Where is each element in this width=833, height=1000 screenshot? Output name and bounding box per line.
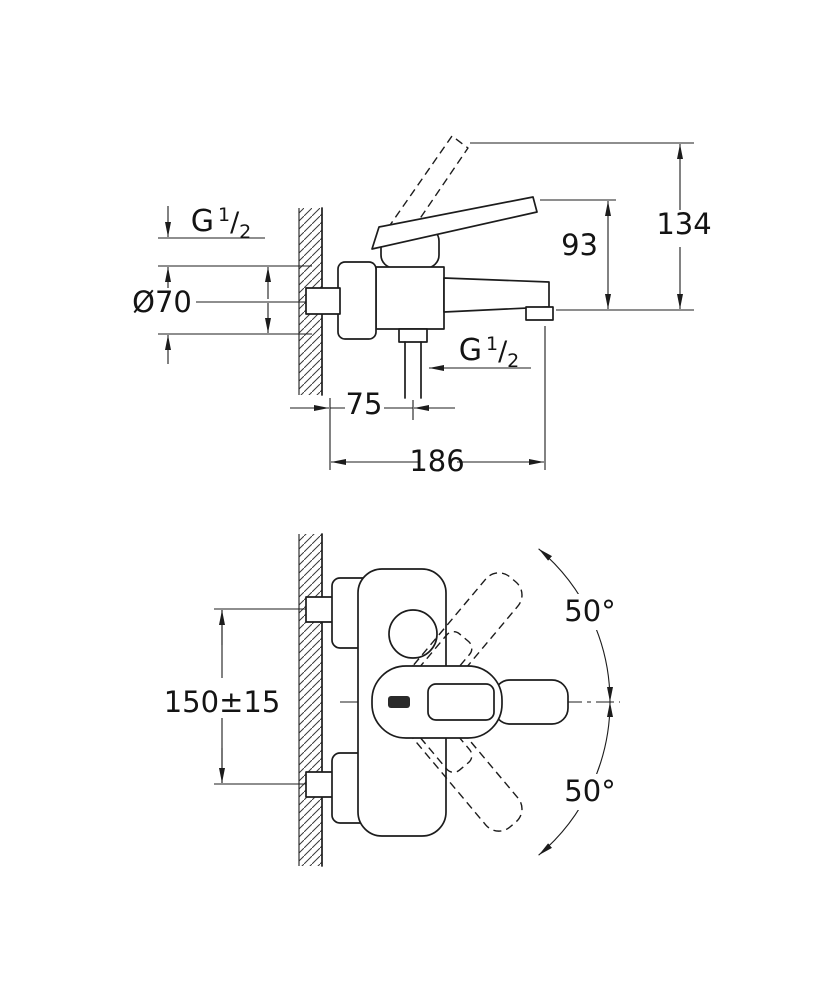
lever-solid [371,196,538,250]
dim-connection-spacing-150: 150±15 [158,608,306,785]
dimensions-front: 150±15 50° 50° [158,548,622,856]
wall-section-front [298,533,323,867]
angle-arc [590,617,614,703]
escutcheon-side [337,261,377,340]
bottom-outlet [398,328,428,343]
label-50deg-down: 50° [564,774,615,808]
front-view: 150±15 50° 50° [158,533,622,867]
cartridge-cap-circle [388,609,438,659]
dim-swing-angle-down: 50° [538,701,622,856]
dim-swing-angle-up: 50° [538,548,622,703]
mixer-side-view [305,135,554,399]
label-diameter-70: Ø70 [132,285,192,319]
dim-outlet-offset-75: 75 [290,387,455,470]
lever-grip-front [493,679,569,725]
wall-union-nipple [305,287,341,315]
label-186: 186 [409,444,464,478]
label-75: 75 [346,387,383,421]
wall-hatch [299,534,322,866]
dim-total-height-134: 134 [470,142,716,311]
label-150-15: 150±15 [164,685,281,719]
label-93: 93 [561,228,598,262]
dim-handle-height-93: 93 [540,199,616,309]
lever-bar-front [427,683,495,721]
dim-depth-186: 186 [331,326,546,478]
handle-marker-slot [388,696,410,708]
label-134: 134 [656,207,711,241]
label-background [652,210,716,240]
mixer-front-view [305,568,569,837]
label-background [558,774,622,810]
label-background [558,594,622,630]
mixer-body-side [375,266,445,330]
dim-escutcheon-diameter: Ø70 [132,265,312,364]
aerator [525,306,554,321]
label-50deg-up: 50° [564,594,615,628]
label-background [158,678,286,718]
label-background [345,392,384,418]
